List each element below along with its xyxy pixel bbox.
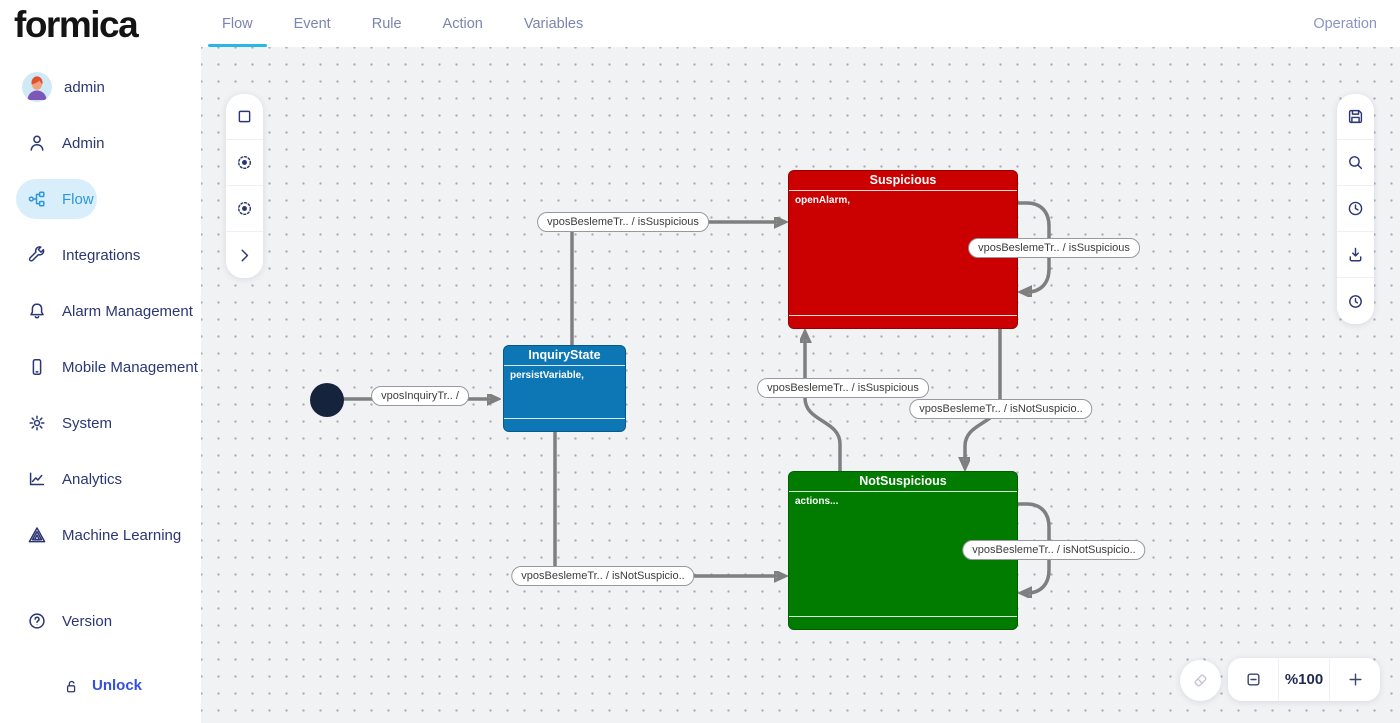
search-button[interactable]	[1337, 140, 1374, 186]
user-name: admin	[64, 78, 105, 96]
tab-action[interactable]: Action	[429, 0, 497, 47]
state-body: openAlarm,	[795, 195, 851, 206]
nav-tabs: Flow Event Rule Action Variables	[208, 0, 597, 47]
state-footer	[789, 616, 1017, 629]
eraser-button[interactable]	[1180, 660, 1221, 701]
zoom-in-button[interactable]	[1329, 658, 1380, 701]
mobile-icon	[27, 357, 47, 377]
unlock-label: Unlock	[92, 677, 143, 694]
end-node-tool-icon	[237, 201, 252, 216]
state-footer	[504, 418, 625, 431]
gear-icon	[27, 413, 47, 433]
flow-icon	[27, 189, 47, 209]
state-footer	[789, 315, 1017, 328]
start-node-tool-icon	[237, 155, 252, 170]
edge-label-initial[interactable]: vposInquiryTr.. /	[371, 386, 469, 406]
state-title: Suspicious	[789, 171, 1017, 191]
zoom-in-icon	[1348, 673, 1362, 686]
state-body: actions...	[795, 496, 839, 507]
sidebar-item-label: Admin	[62, 134, 105, 152]
end-node-tool-button[interactable]	[226, 186, 263, 232]
unlock-icon	[62, 678, 79, 695]
sidebar-item-machine-learning[interactable]: Machine Learning	[0, 515, 201, 555]
sidebar-item-mobile-management[interactable]: Mobile Management	[0, 347, 201, 387]
tab-variables[interactable]: Variables	[510, 0, 597, 47]
analytics-icon	[27, 469, 47, 489]
tab-label: Event	[293, 15, 331, 32]
wrench-icon	[27, 245, 47, 265]
edge-label-suspicious-loop[interactable]: vposBeslemeTr.. / isSuspicious	[968, 238, 1140, 258]
sidebar-item-system[interactable]: System	[0, 403, 201, 443]
download-icon	[1349, 247, 1362, 262]
download-button[interactable]	[1337, 232, 1374, 278]
edge-suspicious-to-notsuspicious[interactable]	[965, 327, 1002, 467]
sidebar-item-label: Alarm Management	[62, 302, 193, 320]
user-row[interactable]: admin	[22, 72, 105, 102]
save-icon	[1348, 109, 1363, 124]
tab-label: Flow	[222, 15, 253, 32]
clock-icon	[1348, 201, 1363, 216]
zoom-out-icon	[1246, 673, 1260, 686]
state-body: persistVariable,	[510, 370, 584, 381]
edge-notsuspicious-to-suspicious[interactable]	[805, 333, 842, 473]
sidebar-item-admin[interactable]: Admin	[0, 123, 201, 163]
square-tool-button[interactable]	[226, 94, 263, 140]
tab-label: Action	[442, 15, 483, 32]
sidebar-item-label: Version	[62, 612, 113, 630]
state-title: NotSuspicious	[789, 472, 1017, 492]
sidebar-item-label: Machine Learning	[62, 526, 182, 544]
sidebar-item-alarm-management[interactable]: Alarm Management	[0, 291, 201, 331]
zoom-out-button[interactable]	[1228, 658, 1278, 701]
sidebar-item-label: Mobile Management	[62, 358, 198, 376]
tab-rule[interactable]: Rule	[358, 0, 416, 47]
history-button[interactable]	[1337, 278, 1374, 324]
sidebar: formica admin Admin	[0, 0, 201, 723]
user-icon	[27, 133, 47, 153]
zoom-level: %100	[1278, 658, 1329, 701]
history-icon	[1349, 294, 1362, 308]
left-toolbar	[226, 94, 263, 278]
state-title: InquiryState	[504, 346, 625, 366]
avatar	[22, 72, 52, 102]
state-inquirystate[interactable]: InquiryState persistVariable,	[503, 345, 626, 432]
tab-flow[interactable]: Flow	[208, 0, 267, 47]
sidebar-item-flow[interactable]: Flow	[0, 179, 201, 219]
sidebar-item-analytics[interactable]: Analytics	[0, 459, 201, 499]
square-tool-icon	[238, 110, 251, 123]
sidebar-item-integrations[interactable]: Integrations	[0, 235, 201, 275]
clock-button[interactable]	[1337, 186, 1374, 232]
save-button[interactable]	[1337, 94, 1374, 140]
right-toolbar	[1337, 94, 1374, 324]
zoom-control: %100	[1228, 658, 1380, 701]
eraser-icon	[1194, 674, 1207, 687]
edge-label-notsuspicious-loop[interactable]: vposBeslemeTr.. / isNotSuspicio..	[962, 540, 1146, 560]
edge-label-notsusp-to-susp[interactable]: vposBeslemeTr.. / isSuspicious	[757, 378, 929, 398]
sidebar-item-label: Analytics	[62, 470, 123, 488]
sidebar-item-version[interactable]: Version	[0, 601, 201, 641]
sidebar-item-label: Flow	[62, 190, 94, 208]
initial-state-node[interactable]	[310, 383, 344, 417]
sidebar-item-label: System	[62, 414, 113, 432]
top-nav: Flow Event Rule Action Variables Operati…	[201, 0, 1400, 47]
brand-logo: formica	[14, 4, 139, 45]
tab-label: Rule	[371, 15, 402, 32]
edge-label-to-suspicious[interactable]: vposBeslemeTr.. / isSuspicious	[537, 212, 709, 232]
tab-event[interactable]: Event	[280, 0, 345, 47]
search-icon	[1349, 156, 1363, 170]
tab-label: Variables	[523, 15, 584, 32]
sidebar-item-label: Integrations	[62, 246, 141, 264]
ml-icon	[27, 525, 47, 545]
bell-icon	[27, 301, 47, 321]
edge-label-to-notsuspicious[interactable]: vposBeslemeTr.. / isNotSuspicio..	[511, 566, 695, 586]
operation-link[interactable]: Operation	[1313, 15, 1377, 32]
expand-panel-icon	[241, 249, 249, 261]
edge-inquirystate-to-notsuspicious[interactable]	[553, 430, 784, 576]
edge-inquirystate-to-suspicious[interactable]	[570, 222, 784, 347]
expand-panel-button[interactable]	[226, 232, 263, 278]
unlock-button[interactable]: Unlock	[0, 667, 201, 707]
edge-label-susp-to-notsusp[interactable]: vposBeslemeTr.. / isNotSuspicio..	[909, 399, 1093, 419]
start-node-tool-button[interactable]	[226, 140, 263, 186]
help-icon	[27, 611, 47, 631]
flow-canvas[interactable]: InquiryState persistVariable, Suspicious…	[201, 47, 1400, 723]
